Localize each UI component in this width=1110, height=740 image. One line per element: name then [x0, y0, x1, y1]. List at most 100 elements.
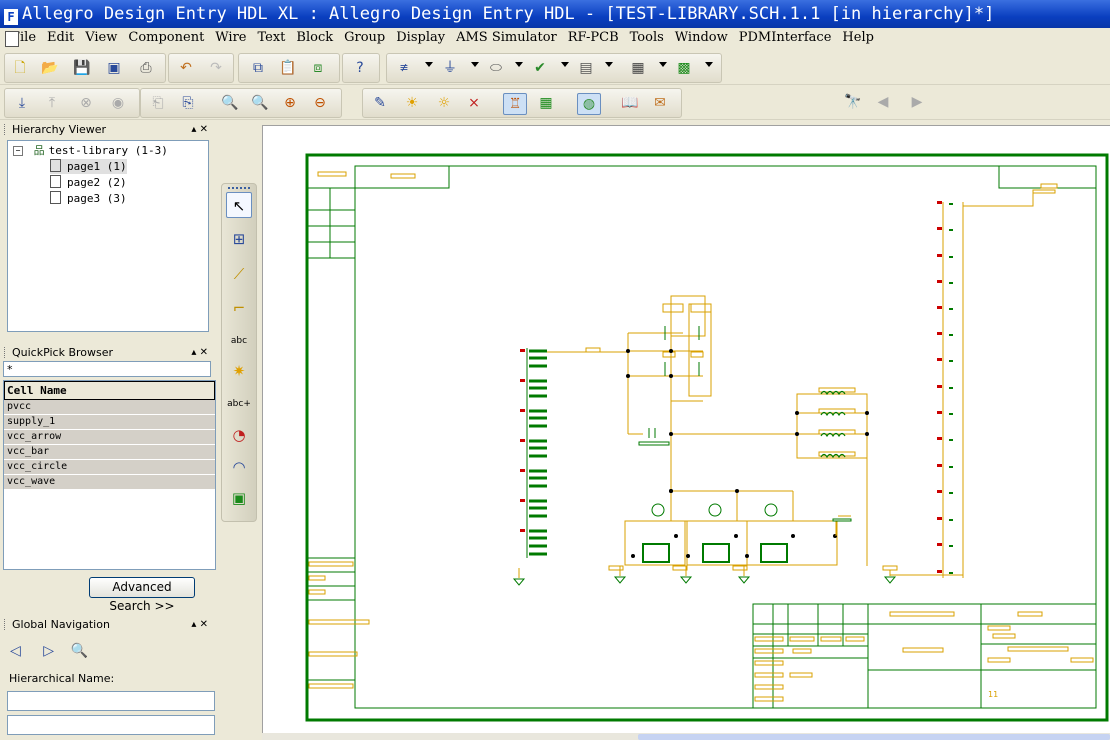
panel-controls[interactable]: ▴ ✕: [191, 619, 208, 630]
find-icon[interactable]: 🔭: [844, 94, 862, 110]
list-item[interactable]: vcc_bar: [4, 445, 215, 460]
paste-icon[interactable]: 📋: [279, 60, 297, 76]
menu-block[interactable]: Block: [296, 30, 334, 45]
save-icon[interactable]: 💾: [73, 60, 91, 76]
panel-controls[interactable]: ▴ ✕: [191, 124, 208, 135]
pcb-editor-icon[interactable]: ▦: [539, 95, 553, 111]
bus-icon[interactable]: ≢: [399, 61, 409, 74]
document-icon[interactable]: [5, 31, 19, 47]
bus-dropdown[interactable]: [425, 62, 433, 67]
zoom-fit-icon[interactable]: 🔍: [221, 95, 239, 111]
hierarchical-name-input[interactable]: [7, 691, 215, 711]
add-circle-icon[interactable]: ◠: [232, 458, 246, 476]
tree-item-page1[interactable]: page1 (1): [50, 159, 127, 174]
navigation-results[interactable]: [7, 715, 215, 735]
help-icon[interactable]: ?: [356, 60, 364, 76]
list-item[interactable]: vcc_wave: [4, 475, 215, 490]
schematic-drawing[interactable]: 11: [263, 126, 1110, 734]
prev-page-icon[interactable]: ⎗: [152, 95, 164, 111]
add-property-icon[interactable]: abc+: [227, 399, 251, 409]
next-page-icon[interactable]: ⎘: [182, 95, 194, 111]
list-item[interactable]: vcc_arrow: [4, 430, 215, 445]
tree-item-page2[interactable]: page2 (2): [50, 175, 127, 190]
add-arc-icon[interactable]: ◔: [232, 426, 246, 444]
menu-component[interactable]: Component: [128, 30, 205, 45]
tree-item-page3[interactable]: page3 (3): [50, 191, 127, 206]
dehighlight-icon[interactable]: ☼: [437, 95, 451, 111]
menu-display[interactable]: Display: [396, 30, 446, 45]
port-icon[interactable]: ⬭: [490, 60, 502, 76]
menu-text[interactable]: Text: [257, 30, 286, 45]
new-icon[interactable]: 🗋: [14, 60, 26, 76]
ground-icon[interactable]: ⏚: [443, 60, 457, 76]
grip-icon[interactable]: [4, 619, 8, 630]
list-item[interactable]: pvcc: [4, 400, 215, 415]
grip-icon[interactable]: [4, 347, 8, 358]
menu-view[interactable]: View: [85, 30, 118, 45]
book-icon[interactable]: 📖: [621, 95, 639, 111]
back-icon[interactable]: ◁: [10, 643, 21, 659]
add-component-icon[interactable]: ⊞: [232, 230, 246, 248]
copy-icon[interactable]: ⧉: [253, 60, 263, 76]
menu-group[interactable]: Group: [344, 30, 386, 45]
panel-controls[interactable]: ▴ ✕: [191, 347, 208, 358]
quickpick-filter-input[interactable]: *: [3, 361, 211, 377]
save-all-icon[interactable]: ▣: [107, 60, 121, 76]
pcb-dropdown[interactable]: [705, 62, 713, 67]
menu-window[interactable]: Window: [674, 30, 728, 45]
horizontal-scrollbar[interactable]: [262, 733, 1110, 740]
menu-ams-simulator[interactable]: AMS Simulator: [456, 30, 557, 45]
zoom-in-icon[interactable]: ⊕: [284, 95, 296, 111]
chip-dropdown[interactable]: [659, 62, 667, 67]
edit-properties-icon[interactable]: ✎: [374, 95, 386, 111]
symbol-icon[interactable]: ▤: [579, 60, 593, 76]
schematic-canvas[interactable]: 11: [262, 125, 1110, 734]
menu-wire[interactable]: Wire: [215, 30, 247, 45]
descend-icon[interactable]: ⤓: [18, 95, 26, 111]
add-wire-icon[interactable]: ⟋: [233, 265, 245, 283]
add-signal-name-icon[interactable]: ✷: [232, 362, 246, 380]
highlight-icon[interactable]: ☀: [405, 95, 419, 111]
select-pointer-icon[interactable]: ↖: [226, 192, 252, 218]
advanced-search-button[interactable]: Advanced Search >>: [89, 577, 195, 613]
symbol-dropdown[interactable]: [605, 62, 613, 67]
zoom-area-icon[interactable]: 🔍: [251, 95, 269, 111]
halt-icon[interactable]: ◉: [111, 95, 125, 111]
forward-icon[interactable]: ▷: [43, 643, 55, 659]
ground-dropdown[interactable]: [471, 62, 479, 67]
ascend-icon[interactable]: ⤒: [48, 95, 56, 111]
clear-icon[interactable]: ⨯: [468, 95, 480, 111]
menu-rf-pcb[interactable]: RF-PCB: [567, 30, 619, 45]
add-text-icon[interactable]: abc: [230, 336, 248, 346]
collapse-icon[interactable]: −: [13, 146, 23, 156]
stop-icon[interactable]: ⊗: [80, 95, 92, 111]
route-wire-icon[interactable]: ⌐: [232, 299, 246, 317]
menu-help[interactable]: Help: [842, 30, 874, 45]
search-icon[interactable]: 🔍: [70, 643, 88, 659]
menu-pdminterface[interactable]: PDMInterface: [738, 30, 832, 45]
cell-list[interactable]: Cell Name pvcc supply_1 vcc_arrow vcc_ba…: [3, 380, 216, 570]
print-icon[interactable]: ⎙: [140, 60, 152, 76]
check-dropdown[interactable]: [561, 62, 569, 67]
redo-icon[interactable]: ↷: [210, 60, 222, 76]
palette-grip[interactable]: [228, 187, 250, 192]
undo-icon[interactable]: ↶: [180, 60, 192, 76]
menu-tools[interactable]: Tools: [629, 30, 664, 45]
hierarchy-tree-icon[interactable]: ♖: [503, 93, 527, 115]
port-dropdown[interactable]: [515, 62, 523, 67]
scrollbar-thumb[interactable]: [638, 734, 1110, 740]
report-icon[interactable]: ✉: [654, 95, 666, 111]
zoom-out-icon[interactable]: ⊖: [314, 95, 326, 111]
list-item[interactable]: supply_1: [4, 415, 215, 430]
list-item[interactable]: vcc_circle: [4, 460, 215, 475]
open-icon[interactable]: 📂: [41, 60, 59, 76]
find-next-icon[interactable]: ▶: [911, 94, 923, 110]
globe-icon[interactable]: ◍: [577, 93, 601, 115]
grip-icon[interactable]: [4, 124, 8, 135]
cell-name-header[interactable]: Cell Name: [4, 381, 215, 400]
chip-icon[interactable]: ▦: [631, 60, 645, 76]
pcb-icon[interactable]: ▩: [677, 60, 691, 76]
menu-edit[interactable]: Edit: [47, 30, 75, 45]
